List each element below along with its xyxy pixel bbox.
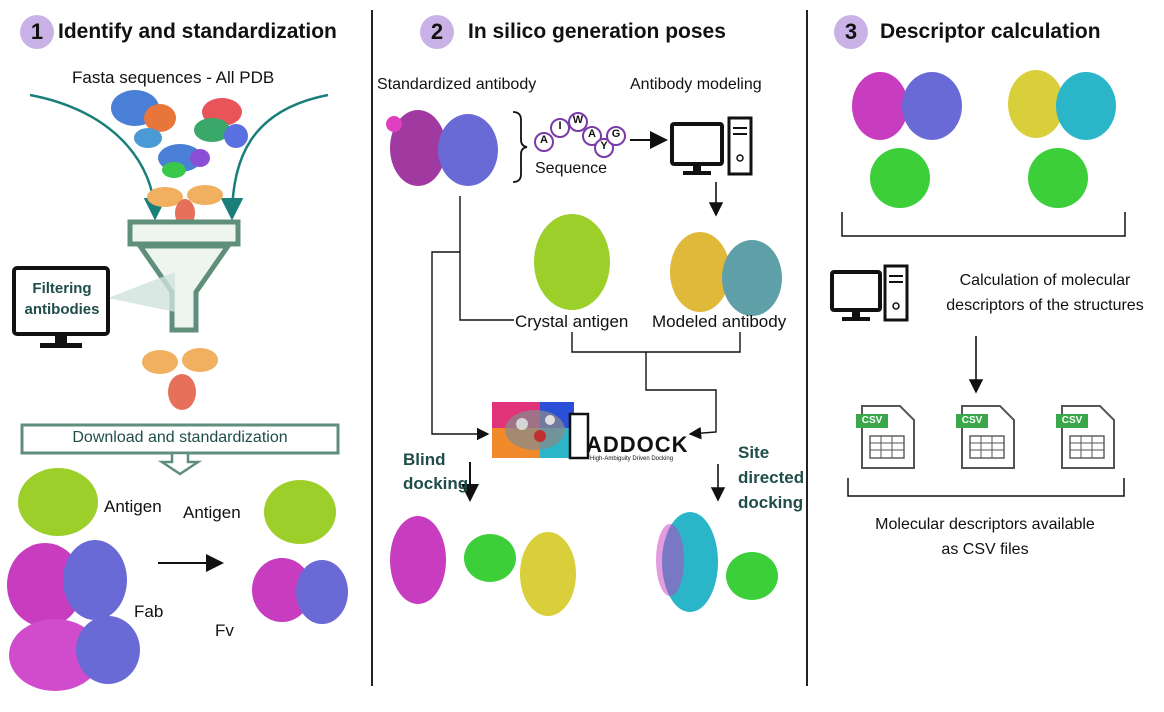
calc-line-2: descriptors of the structures [946,297,1144,314]
divider-left [371,10,373,686]
funnel-shape [127,219,241,333]
crystal-antigen-image [534,214,610,310]
descriptor-structure-right-image [1008,70,1116,208]
antibody-modeling-label: Antibody modeling [630,76,762,93]
flow-lines [431,196,741,441]
site-line-3: docking [738,493,804,512]
filtering-line-2: antibodies [24,301,100,318]
csv-file-icon-3 [1056,405,1115,469]
csv-file-icon-2 [956,405,1015,469]
antigen-fv-structure-image [252,480,348,624]
fab-label: Fab [134,602,164,621]
sequence-beads [534,112,626,158]
available-label: Molecular descriptors available as CSV f… [840,512,1130,562]
seq-letter-6: G [611,128,621,140]
antigen-label-left: Antigen [104,497,162,516]
blind-docking-result-image [390,516,576,616]
filter-monitor-icon [12,266,110,348]
seq-letter-4: A [588,128,596,140]
csv-bracket [847,478,1125,497]
csv-badge-1: CSV [861,415,883,426]
standardized-antibody-image [386,110,498,186]
site-docking-result-image [656,512,778,612]
download-label: Download and standardization [72,429,288,446]
modeling-computer-icon [670,116,753,176]
antigen-fab-structure-image [7,468,140,691]
blind-line-2: docking [403,474,469,493]
haddock-logo-text: ADDOCK [586,432,689,457]
fasta-label: Fasta sequences - All PDB [72,68,275,87]
filter-beam [108,272,175,312]
csv-badge-3: CSV [1061,415,1083,426]
step-3-badge: 3 [834,15,868,49]
panel-3-title: Descriptor calculation [880,20,1101,43]
available-line-1: Molecular descriptors available [875,516,1095,533]
calculation-label: Calculation of molecular descriptors of … [930,268,1160,318]
site-line-1: Site [738,443,770,462]
modeled-antibody-image [670,232,782,316]
step-2-badge: 2 [420,15,454,49]
crystal-antigen-label: Crystal antigen [515,312,629,331]
calc-line-1: Calculation of molecular [959,272,1131,289]
step-1-badge: 1 [20,15,54,49]
haddock-logo-image [492,402,590,460]
filtering-line-1: Filtering [32,280,92,297]
seq-letter-3: W [572,114,584,126]
descriptor-structure-left-image [852,72,962,208]
pdb-structures-image [111,90,248,178]
standardized-antibody-label: Standardized antibody [377,76,537,93]
sequence-brace [512,111,528,183]
structures-bracket [841,212,1126,237]
download-arrow [157,451,203,476]
site-docking-label: Site directed docking [738,440,804,515]
site-line-2: directed [738,468,805,487]
divider-right [806,10,808,686]
blind-docking-label: Blind docking [403,448,468,496]
seq-letter-5: Y [600,140,608,152]
seq-letter-2: I [558,120,562,132]
modeled-antibody-label: Modeled antibody [652,312,787,331]
panel-2-title: In silico generation poses [468,20,726,43]
csv-file-icon-1 [856,405,915,469]
sequence-label: Sequence [535,160,608,177]
fv-label: Fv [215,621,234,640]
haddock-tagline: High-Ambiguity Driven Docking [590,456,674,462]
filtered-antibody-image [142,348,218,410]
antigen-label-right: Antigen [183,503,241,522]
available-line-2: as CSV files [941,541,1029,558]
seq-letter-1: A [540,134,548,146]
csv-badge-2: CSV [961,415,983,426]
panel-1-title: Identify and standardization [58,20,337,43]
filtering-label: Filtering antibodies [22,278,102,320]
calculation-computer-icon [830,264,909,322]
curve-arrow-right [220,93,329,221]
blind-line-1: Blind [403,450,446,469]
